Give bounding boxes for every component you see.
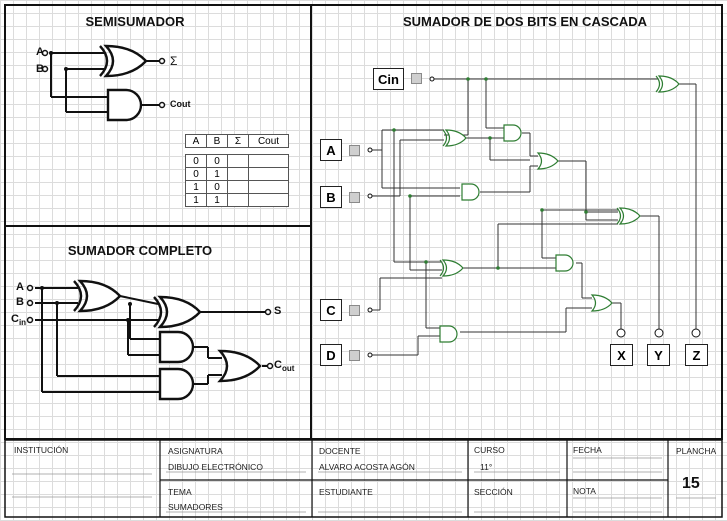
truth-table-header: A B Σ Cout [185, 134, 289, 148]
curso-label: CURSO [474, 445, 505, 455]
truth-cell [248, 154, 289, 168]
title-block-lines [4, 439, 723, 518]
full-adder-and-gate-2 [158, 367, 195, 401]
truth-cell [248, 180, 289, 194]
asignatura-value: DIBUJO ELECTRÓNICO [168, 462, 263, 472]
full-adder-cin-c: C [11, 313, 19, 325]
truth-cell [227, 154, 249, 168]
truth-cell: 0 [206, 180, 228, 194]
truth-header-a: A [185, 134, 207, 148]
cascade-xor-gate-1 [442, 129, 467, 147]
d-input-box: D [320, 344, 342, 366]
truth-cell: 1 [185, 193, 207, 207]
plancha-label: PLANCHA [676, 446, 717, 456]
cascade-or-gate-2 [591, 294, 613, 312]
truth-cell [248, 193, 289, 207]
asignatura-label: ASIGNATURA [168, 446, 223, 456]
truth-cell: 1 [206, 167, 228, 181]
full-adder-input-b-label: B [16, 296, 24, 308]
a-input-box: A [320, 139, 342, 161]
curso-value: 11° [480, 462, 493, 472]
d-toggle-switch[interactable] [349, 350, 360, 361]
x-output-box: X [610, 344, 633, 366]
cascade-title: SUMADOR DE DOS BITS EN CASCADA [402, 14, 648, 29]
full-adder-input-a-label: A [16, 281, 24, 293]
cascade-and-gate-1 [503, 124, 522, 142]
cascade-xor-gate-2 [616, 207, 641, 225]
full-adder-cout-sub: out [281, 364, 295, 374]
half-adder-title: SEMISUMADOR [85, 14, 185, 29]
half-adder-sum-label: Σ [170, 54, 178, 68]
docente-label: DOCENTE [319, 446, 361, 456]
b-input-box: B [320, 186, 342, 208]
estudiante-label: ESTUDIANTE [319, 487, 373, 497]
truth-cell: 0 [185, 167, 207, 181]
truth-cell: 0 [206, 154, 228, 168]
tema-value: SUMADORES [168, 502, 223, 512]
cascade-and-gate-3 [555, 254, 574, 272]
c-input-box: C [320, 299, 342, 321]
b-toggle-switch[interactable] [349, 192, 360, 203]
plancha-number: 15 [682, 475, 700, 492]
truth-header-b: B [206, 134, 228, 148]
truth-cell: 1 [185, 180, 207, 194]
cascade-or-gate-1 [537, 152, 559, 170]
half-adder-and-gate [106, 88, 143, 122]
cin-toggle-switch[interactable] [411, 73, 422, 84]
truth-cell: 0 [185, 154, 207, 168]
seccion-label: SECCIÓN [474, 487, 513, 497]
full-adder-input-cin-label: Cin [11, 313, 26, 327]
cascade-and-gate-2 [461, 183, 480, 201]
half-adder-input-b-label: B [36, 63, 44, 75]
nota-label: NOTA [573, 486, 596, 496]
full-adder-cout-c: C [274, 359, 282, 371]
full-adder-xor-gate-2 [152, 295, 202, 329]
full-adder-xor-gate-1 [72, 279, 122, 313]
institucion-label: INSTITUCIÓN [14, 445, 69, 455]
full-adder-sum-label: S [274, 305, 282, 317]
full-adder-and-gate-1 [158, 330, 195, 364]
full-adder-cin-sub: in [18, 318, 27, 328]
truth-header-cout: Cout [248, 134, 289, 148]
fecha-label: FECHA [573, 445, 602, 455]
truth-cell [227, 167, 249, 181]
y-output-box: Y [647, 344, 670, 366]
full-adder-title: SUMADOR COMPLETO [67, 243, 213, 258]
z-output-box: Z [685, 344, 708, 366]
full-adder-or-gate [218, 349, 262, 383]
cascade-panel [310, 4, 723, 440]
half-adder-xor-gate [98, 44, 148, 78]
tema-label: TEMA [168, 487, 192, 497]
truth-cell [227, 180, 249, 194]
half-adder-input-a-label: A [36, 46, 44, 58]
a-toggle-switch[interactable] [349, 145, 360, 156]
cascade-xor-gate-cin [655, 75, 680, 93]
c-toggle-switch[interactable] [349, 305, 360, 316]
half-adder-carry-label: Cout [170, 99, 191, 109]
full-adder-circuit [35, 287, 268, 393]
truth-header-sum: Σ [227, 134, 249, 148]
full-adder-cout-label: Cout [274, 359, 294, 373]
truth-cell: 1 [206, 193, 228, 207]
cascade-and-gate-4 [439, 325, 458, 343]
cascade-circuit [372, 78, 697, 356]
cin-input-box: Cin [373, 68, 404, 90]
truth-cell [227, 193, 249, 207]
docente-value: ALVARO ACOSTA AGÓN [319, 462, 415, 472]
truth-cell [248, 167, 289, 181]
cascade-xor-gate-3 [439, 259, 464, 277]
